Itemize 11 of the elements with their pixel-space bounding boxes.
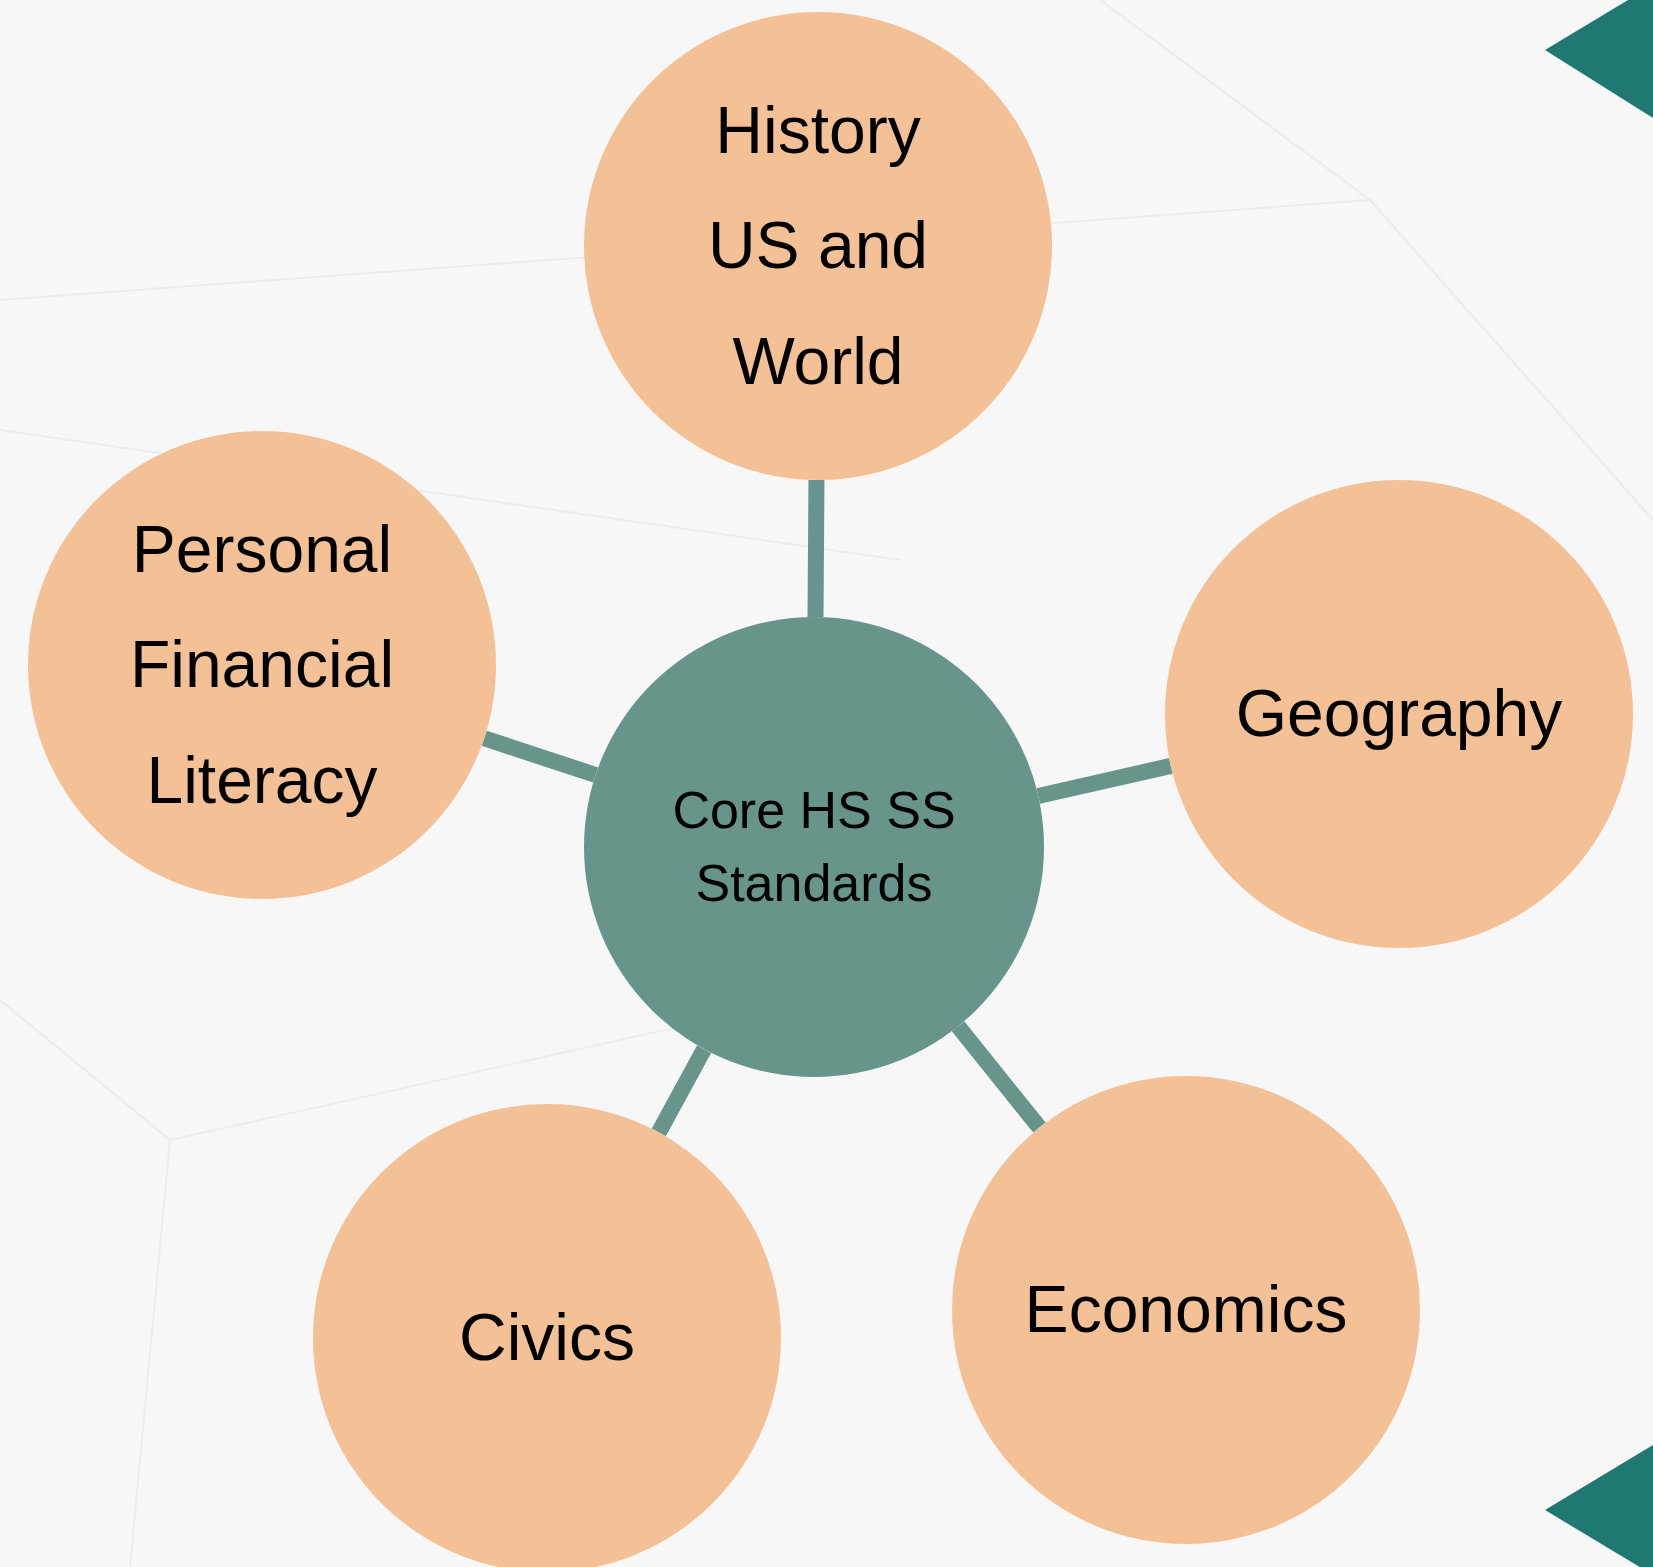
connector-line bbox=[481, 730, 599, 783]
circle-label: Core HS SS Standards bbox=[671, 780, 957, 914]
circle-label: Economics bbox=[1024, 1271, 1348, 1349]
circle-label: History US and World bbox=[706, 91, 930, 400]
connector-line bbox=[807, 479, 825, 618]
circle-label: Civics bbox=[459, 1299, 635, 1377]
circle-label: Geography bbox=[1235, 675, 1563, 753]
connector-line bbox=[951, 1021, 1046, 1133]
connector-line bbox=[651, 1045, 712, 1137]
connector-line bbox=[1036, 758, 1173, 804]
circle-label: Personal Financial Literacy bbox=[128, 510, 396, 819]
